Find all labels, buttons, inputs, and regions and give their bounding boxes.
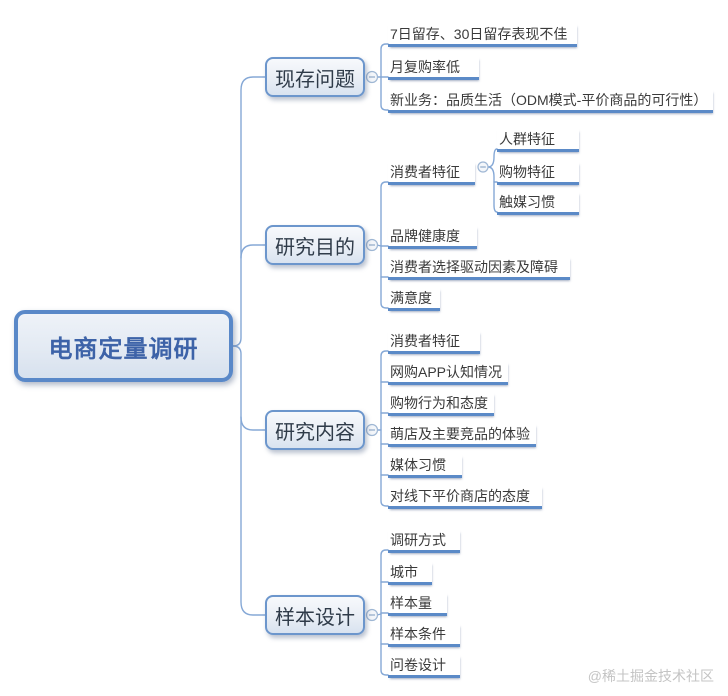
watermark-text: @稀土掘金技术社区	[587, 668, 714, 684]
subtopic[interactable]: 网购APP认知情况	[388, 362, 509, 385]
branch3-child-connectors	[376, 350, 389, 507]
connector-line	[380, 350, 389, 507]
branch-topic-sample-design[interactable]: 样本设计	[265, 595, 365, 635]
subtopic[interactable]: 消费者特征	[388, 162, 475, 185]
branch2-child-connectors	[376, 181, 389, 309]
connector-line	[232, 76, 266, 347]
subtopic[interactable]: 满意度	[388, 288, 440, 311]
collapse-toggle-icon[interactable]	[365, 70, 379, 84]
root-topic[interactable]: 电商定量调研	[14, 310, 233, 382]
subtopic[interactable]: 购物特征	[497, 162, 579, 185]
subtopic[interactable]: 问卷设计	[388, 655, 460, 678]
subtopic[interactable]: 品牌健康度	[388, 226, 477, 249]
collapse-toggle-icon[interactable]	[477, 161, 489, 173]
connector-line	[487, 166, 498, 213]
collapse-toggle-icon[interactable]	[365, 608, 379, 622]
branch1-child-connectors	[376, 43, 389, 111]
subtopic[interactable]: 触媒习惯	[497, 192, 579, 215]
subtopic[interactable]: 媒体习惯	[388, 455, 462, 478]
branch-topic-research-content[interactable]: 研究内容	[265, 410, 365, 450]
subtopic[interactable]: 对线下平价商店的态度	[388, 486, 542, 509]
subtopic[interactable]: 月复购率低	[388, 57, 479, 80]
trunk-connectors	[232, 76, 269, 616]
subtopic[interactable]: 购物行为和态度	[388, 393, 494, 416]
branch-topic-existing-problems[interactable]: 现存问题	[265, 57, 365, 97]
connector-line	[487, 148, 498, 168]
consumer-traits-grandchild-connectors	[487, 148, 498, 213]
branch4-child-connectors	[376, 549, 389, 676]
collapse-toggle-icon[interactable]	[365, 238, 379, 252]
collapse-toggle-icon[interactable]	[365, 423, 379, 437]
connector-line	[380, 181, 389, 309]
connector-line	[380, 43, 389, 111]
subtopic[interactable]: 消费者特征	[388, 331, 480, 354]
subtopic[interactable]: 消费者选择驱动因素及障碍	[388, 257, 570, 280]
subtopic[interactable]: 萌店及主要竞品的体验	[388, 424, 536, 447]
subtopic[interactable]: 新业务：品质生活（ODM模式-平价商品的可行性）	[388, 90, 714, 113]
connector-line	[240, 416, 266, 431]
connector-line	[232, 345, 269, 616]
subtopic[interactable]: 人群特征	[497, 129, 579, 152]
subtopic[interactable]: 调研方式	[388, 530, 460, 553]
subtopic[interactable]: 样本量	[388, 593, 447, 616]
subtopic[interactable]: 样本条件	[388, 624, 460, 647]
connector-line	[240, 244, 266, 259]
subtopic[interactable]: 7日留存、30日留存表现不佳	[388, 24, 577, 47]
branch-topic-research-purpose[interactable]: 研究目的	[265, 225, 365, 265]
subtopic[interactable]: 城市	[388, 562, 432, 585]
